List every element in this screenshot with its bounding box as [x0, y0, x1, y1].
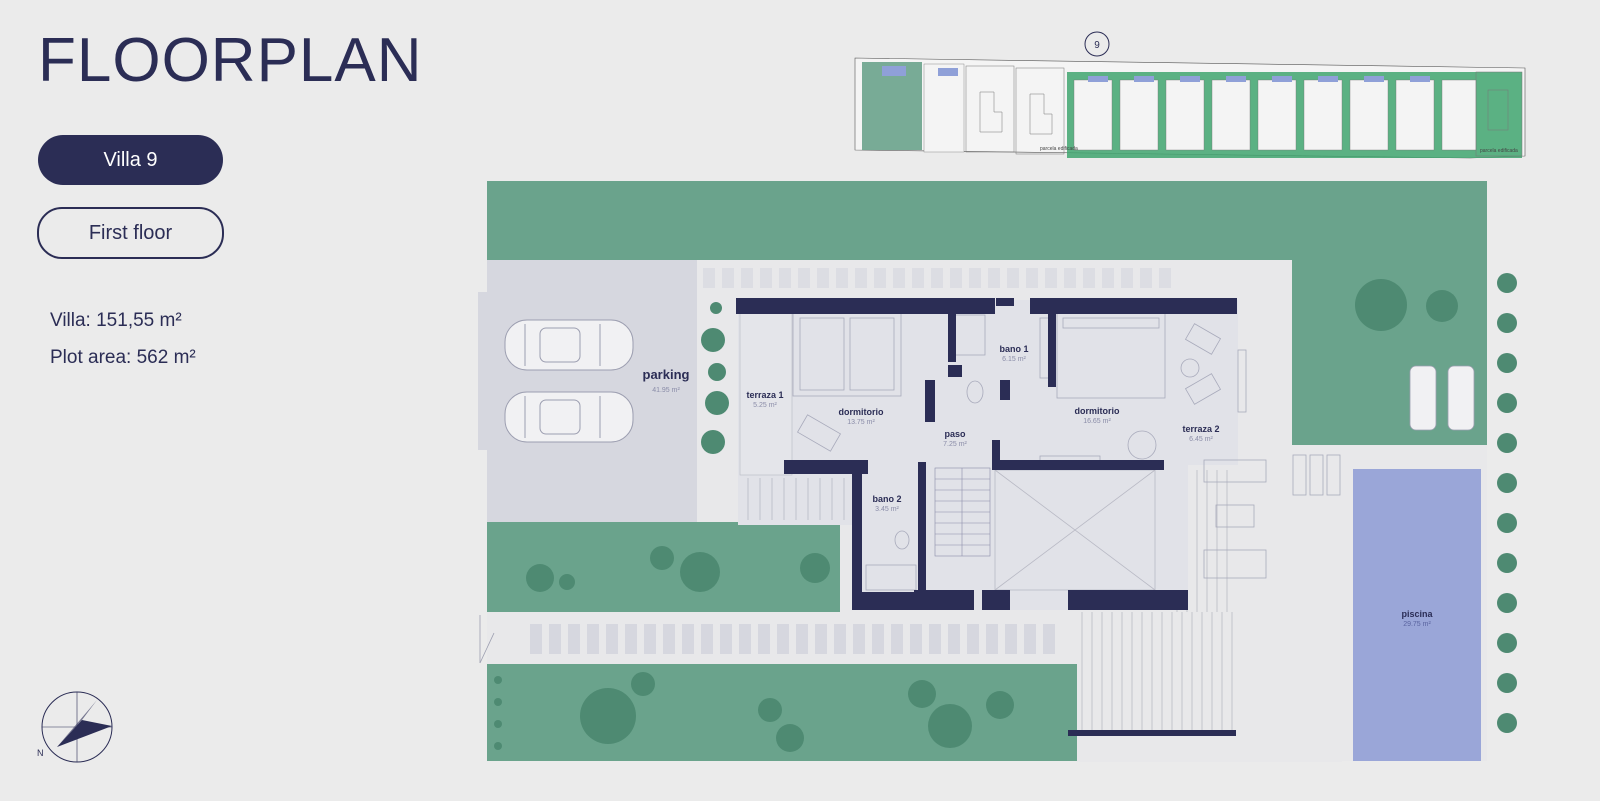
- room-area-terraza1: 5.25 m²: [753, 402, 777, 409]
- room-name-piscina: piscina: [1401, 609, 1433, 619]
- stepping-stones-bottom: [530, 624, 1055, 654]
- car-icons: [504, 319, 634, 443]
- room-area-parking: 41.95 m²: [652, 387, 680, 394]
- plot-garden: [478, 181, 1487, 762]
- room-area-paso: 7.25 m²: [943, 441, 967, 448]
- site-plan-thumbnail[interactable]: 9: [854, 31, 1526, 159]
- plot-area-stat: Plot area: 562 m²: [50, 347, 196, 368]
- room-name-parking: parking: [643, 367, 690, 382]
- compass-north-label: N: [37, 748, 44, 758]
- room-name-paso: paso: [944, 429, 966, 439]
- page-title: FLOORPLAN: [38, 26, 423, 95]
- room-name-dormitorio1: dormitorio: [839, 407, 884, 417]
- villa-area-stat: Villa: 151,55 m²: [50, 310, 182, 331]
- deck-slats: [1081, 470, 1233, 732]
- site-note-2: parcela edificada: [1480, 148, 1518, 154]
- villa-selector-button[interactable]: Villa 9: [38, 135, 223, 185]
- floor-label: First floor: [88, 221, 173, 244]
- room-area-terraza2: 6.45 m²: [1189, 436, 1213, 443]
- site-number-badge: [1084, 31, 1110, 57]
- site-note-1: parcela edificada: [1040, 146, 1078, 152]
- villa-label: Villa 9: [103, 148, 158, 171]
- room-area-dormitorio2: 16.65 m²: [1083, 418, 1111, 425]
- room-labels: parking 41.95 m² terraza 1 5.25 m² dormi…: [643, 344, 1434, 628]
- room-name-bano2: bano 2: [872, 494, 901, 504]
- room-area-bano2: 3.45 m²: [875, 506, 899, 513]
- room-name-dormitorio2: dormitorio: [1075, 406, 1120, 416]
- floor-selector-button[interactable]: First floor: [37, 207, 224, 259]
- car-icon: [504, 391, 634, 443]
- room-name-terraza2: terraza 2: [1182, 424, 1219, 434]
- gate-icon: [479, 615, 495, 664]
- pool-lounger-icons: [1409, 365, 1475, 431]
- room-name-bano1: bano 1: [999, 344, 1028, 354]
- stepping-stones-top: [703, 268, 1171, 288]
- tree-icons: [494, 273, 1517, 752]
- site-number: 9: [1094, 40, 1100, 51]
- room-area-bano1: 6.15 m²: [1002, 356, 1026, 363]
- room-area-piscina: 29.75 m²: [1403, 621, 1431, 628]
- compass-icon: N: [37, 691, 113, 763]
- house-floorplan: [736, 298, 1341, 610]
- pool: [1353, 469, 1481, 761]
- car-icon: [504, 319, 634, 371]
- room-name-terraza1: terraza 1: [746, 390, 783, 400]
- room-area-dormitorio1: 13.75 m²: [847, 419, 875, 426]
